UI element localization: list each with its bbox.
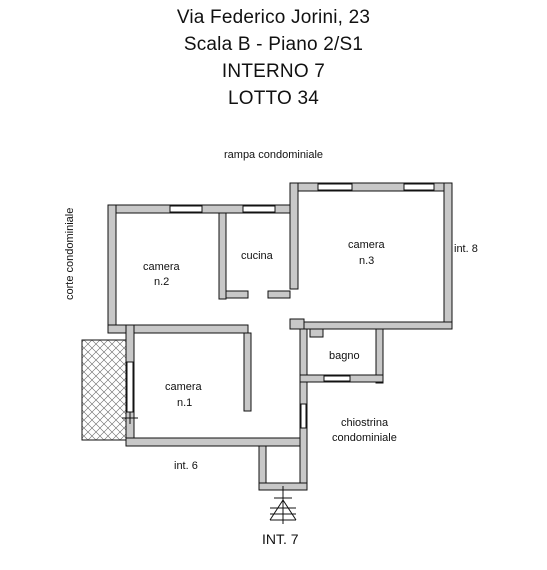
- wall-bagno-pillar: [309, 328, 324, 338]
- label-entry: INT. 7: [262, 531, 299, 547]
- label-chiostrina: chiostrina: [341, 417, 389, 429]
- window-cam2: [169, 205, 203, 213]
- wall-corridor-left: [243, 332, 252, 412]
- wall-cam2-cam1-divider: [107, 324, 249, 334]
- label-int8: int. 8: [454, 243, 478, 255]
- wall-cam3-left: [289, 182, 299, 290]
- balcony: [81, 339, 129, 441]
- window-cucina: [242, 205, 276, 213]
- label-camera3: camera: [348, 239, 386, 251]
- walls: [107, 182, 453, 491]
- label-bagno: bagno: [329, 350, 360, 362]
- wall-cam3-bottom: [297, 321, 453, 330]
- wall-bagno-stub: [289, 318, 305, 330]
- window-cam1: [126, 361, 134, 413]
- label-camera2: camera: [143, 261, 181, 273]
- wall-cucina-left: [218, 212, 227, 300]
- label-corte: corte condominiale: [64, 208, 76, 300]
- wall-cam3-right: [443, 182, 453, 330]
- label-rampa: rampa condominiale: [224, 149, 323, 161]
- label-camera1-num: n.1: [177, 397, 192, 409]
- label-cucina: cucina: [241, 250, 274, 262]
- plan-header: Via Federico Jorini, 23 Scala B - Piano …: [0, 4, 547, 112]
- wall-cucina-stub-right: [267, 290, 291, 299]
- window-chiostrina: [300, 403, 307, 429]
- windows: [126, 183, 435, 429]
- address-line: Via Federico Jorini, 23: [176, 7, 371, 28]
- label-int6: int. 6: [174, 460, 198, 472]
- wall-cucina-stub-left: [225, 290, 249, 299]
- label-camera1: camera: [165, 381, 203, 393]
- label-chiostrina-2: condominiale: [332, 432, 397, 444]
- label-camera3-num: n.3: [359, 255, 374, 267]
- entry-arrow-icon: [269, 486, 297, 524]
- window-cam3-left: [317, 183, 353, 191]
- wall-cam2-left: [107, 204, 117, 334]
- wall-bagno-left: [299, 328, 308, 382]
- door-marks: [122, 412, 138, 424]
- label-camera2-num: n.2: [154, 276, 169, 288]
- wall-bagno-right: [375, 328, 384, 384]
- wall-entry-right: [299, 381, 308, 491]
- unit-number-line: INTERNO 7: [221, 61, 326, 82]
- window-cam3-right: [403, 183, 435, 191]
- stair-floor-line: Scala B - Piano 2/S1: [183, 34, 364, 55]
- wall-cam1-bottom: [125, 437, 301, 447]
- lot-number-line: LOTTO 34: [227, 88, 319, 109]
- window-bagno: [323, 375, 351, 382]
